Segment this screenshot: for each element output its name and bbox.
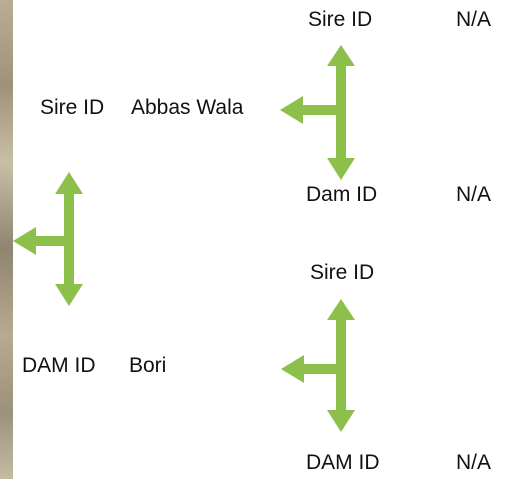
sire-parent-dam-label: Dam ID [306,183,378,206]
root-sire-value: Abbas Wala [131,96,244,119]
dam-parent-dam-label: DAM ID [306,451,380,474]
dam-parent-dam-value: N/A [456,451,492,474]
sire-parent-sire-label: Sire ID [308,8,373,31]
sire-parent-dam-value: N/A [456,183,492,206]
sire-parent-sire-value: N/A [456,8,492,31]
background-photo-strip [0,0,13,479]
root-branch-arrow [13,172,83,306]
dam-branch-arrow [281,299,355,432]
sire-branch-arrow [280,45,355,180]
root-dam-label: DAM ID [22,354,96,377]
root-dam-value: Bori [129,354,167,377]
dam-parent-sire-label: Sire ID [310,261,375,284]
root-sire-label: Sire ID [40,96,105,119]
